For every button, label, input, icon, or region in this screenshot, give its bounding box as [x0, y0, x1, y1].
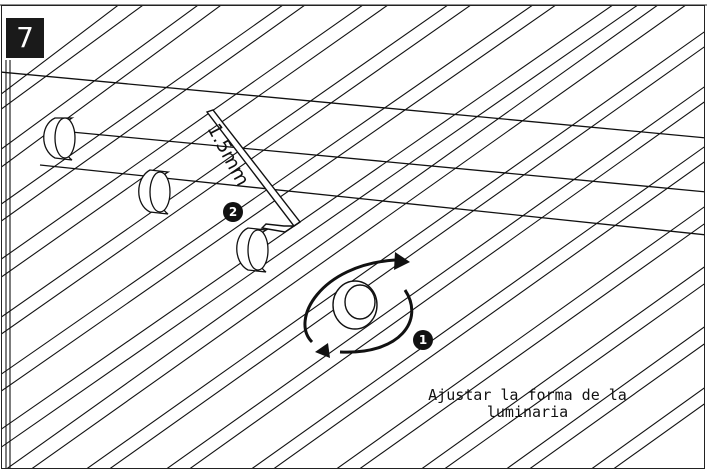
panel-frame [1, 5, 705, 469]
rotate-arrows-icon [303, 252, 414, 358]
adjust-knob [332, 280, 378, 330]
tube-clip [43, 117, 269, 273]
callout-2: 2 [223, 202, 243, 222]
left-frame-edge [5, 60, 11, 468]
hex-key-icon [205, 109, 302, 233]
callout-1: 1 [413, 330, 433, 350]
instruction-caption: Ajustar la forma de la luminaria [428, 386, 627, 421]
step-number-badge: 7 [6, 18, 44, 58]
